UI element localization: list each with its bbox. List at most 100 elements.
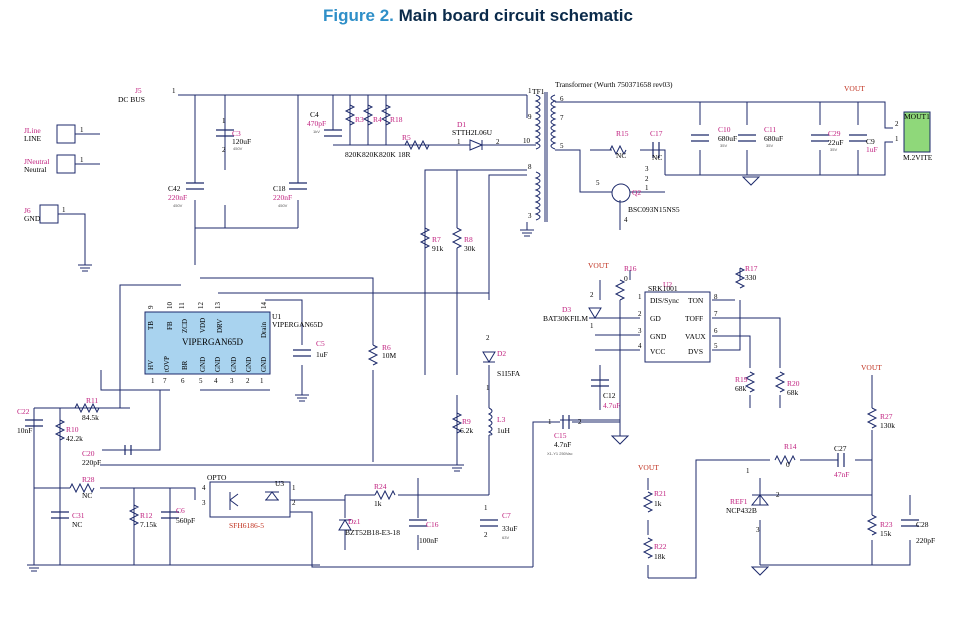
- jneutral-ref: JNeutral: [24, 157, 49, 166]
- ic-u1-body: [144, 311, 271, 375]
- c3-ref: C3: [232, 129, 241, 138]
- r16-ref: R16: [624, 264, 637, 273]
- tf-pin-1: 1: [528, 87, 532, 95]
- r27-val: 130k: [880, 421, 895, 430]
- vout-label-2: VOUT: [588, 261, 609, 270]
- opto-pin-2: 2: [292, 499, 296, 507]
- connector-gnd-box: [39, 204, 59, 224]
- c29-ref: C29: [828, 129, 841, 138]
- u2-pin-dvs: DVS: [688, 347, 703, 356]
- figure-title: Figure 2. Main board circuit schematic: [0, 6, 956, 26]
- u1-name: VIPERGAN65D: [182, 337, 244, 347]
- u1-pin-drv: DRV: [216, 319, 224, 333]
- pin-num-c7-2: 2: [484, 531, 488, 539]
- u1-pin-gnd5: GND: [199, 357, 207, 372]
- pin-num-q2-2: 2: [645, 175, 649, 183]
- c29-sub: 35V: [830, 147, 837, 152]
- r20-val: 68k: [787, 388, 799, 397]
- vout-label-1: VOUT: [844, 84, 865, 93]
- u1-num-6: 6: [181, 377, 185, 385]
- mosfet-q2-symbol: [611, 183, 631, 203]
- dz1-val: BZT52B18-E3-18: [345, 528, 400, 537]
- u1-label: VIPERGAN65D: [272, 320, 323, 329]
- r7-val: 91k: [432, 244, 444, 253]
- l3-ref: L3: [497, 415, 506, 424]
- r15-val: NC: [616, 151, 626, 160]
- c7-sub: 63V: [502, 535, 509, 540]
- u1-num-12: 12: [197, 302, 205, 310]
- r10-val: 42.2k: [66, 434, 83, 443]
- c15-ref: C15: [554, 431, 567, 440]
- pin-num-d2-2: 2: [486, 334, 490, 342]
- u1-pin-gnd3: GND: [230, 357, 238, 372]
- figure-number: Figure 2.: [323, 6, 394, 25]
- c4-val: 470pF: [307, 119, 326, 128]
- mout-ref: MOUT1: [904, 112, 930, 121]
- c42-val: 220nF: [168, 193, 187, 202]
- u1-pin-gnd4: GND: [214, 357, 222, 372]
- tf-pin-9: 9: [528, 113, 532, 121]
- opto-title: OPTO: [207, 473, 227, 482]
- u2-pin-vaux: VAUX: [685, 332, 706, 341]
- jline-name: LINE: [24, 134, 41, 143]
- zener-dz1-symbol: [338, 519, 352, 531]
- c16-val: 100nF: [419, 536, 438, 545]
- r19-val: 68k: [735, 384, 747, 393]
- u1-top-pins: TB FB ZCD VDD DRV Drain 9 10 11 12 13 14: [147, 302, 268, 339]
- pin-num-d1-1: 1: [457, 138, 461, 146]
- r22-val: 18k: [654, 552, 666, 561]
- r3-val: 820K: [345, 150, 362, 159]
- pin-num-q2-5: 5: [596, 179, 600, 187]
- jneutral-name: Neutral: [24, 165, 47, 174]
- opto-part: SFH6186-5: [229, 521, 264, 530]
- j6-ref: J6: [24, 206, 31, 215]
- ref1-ref: REF1: [730, 497, 748, 506]
- c31-val: NC: [72, 520, 82, 529]
- c20-val: 220pF: [82, 458, 101, 467]
- tf-pin-10: 10: [523, 137, 531, 145]
- u2-num-6: 6: [714, 327, 718, 335]
- r8-val: 30k: [464, 244, 476, 253]
- c10-sub: 35V: [720, 143, 727, 148]
- u1-pin-fb: FB: [166, 321, 174, 330]
- c16-ref: C16: [426, 520, 439, 529]
- c17-ref: C17: [650, 129, 663, 138]
- r23-val: 15k: [880, 529, 892, 538]
- opto-ref: U3: [275, 479, 284, 488]
- u2-num-2: 2: [638, 310, 642, 318]
- tf-pin-6: 6: [560, 95, 564, 103]
- j5-pin: 1: [172, 87, 176, 95]
- c42-sub: 450V: [173, 203, 183, 208]
- dz1-ref: Dz1: [348, 517, 361, 526]
- c9-val: 1uF: [866, 145, 878, 154]
- r9-val: 6.2k: [460, 426, 473, 435]
- u1-pin-gnd2: GND: [245, 357, 253, 372]
- r6-val: 10M: [382, 351, 397, 360]
- u1-pin-zcd: ZCD: [181, 319, 189, 333]
- mout-pin1: 1: [895, 135, 899, 143]
- r10-ref: R10: [66, 425, 79, 434]
- c15-sub: X1-Y1 250Vac: [547, 451, 573, 456]
- opto-pin-1: 1: [292, 484, 296, 492]
- u2-name: SRK1001: [648, 284, 678, 293]
- u1-num-2: 2: [246, 377, 250, 385]
- c12-val: 4.7uF: [603, 401, 620, 410]
- pin-num-d3-1: 1: [590, 322, 594, 330]
- u2-pin-vcc: VCC: [650, 347, 665, 356]
- d2-val: S1I5FA: [497, 369, 521, 378]
- c27-val: 47nF: [834, 470, 849, 479]
- u2-num-7: 7: [714, 310, 718, 318]
- u2-pin-gnd: GND: [650, 332, 667, 341]
- r12-ref: R12: [140, 511, 153, 520]
- u1-pin-tb: TB: [147, 321, 155, 330]
- u2-pin-dis: DIS/Sync: [650, 296, 680, 305]
- u1-pin-vdd: VDD: [199, 318, 207, 333]
- r28-val: NC: [82, 491, 92, 500]
- d1-ref: D1: [457, 120, 466, 129]
- r5-ref: R5: [402, 133, 411, 142]
- c4-sub: 1kV: [313, 129, 320, 134]
- d3-ref: D3: [562, 305, 571, 314]
- r5-val: 18R: [398, 150, 411, 159]
- diode-d2-symbol: [482, 351, 496, 363]
- tf-pin-5: 5: [560, 142, 564, 150]
